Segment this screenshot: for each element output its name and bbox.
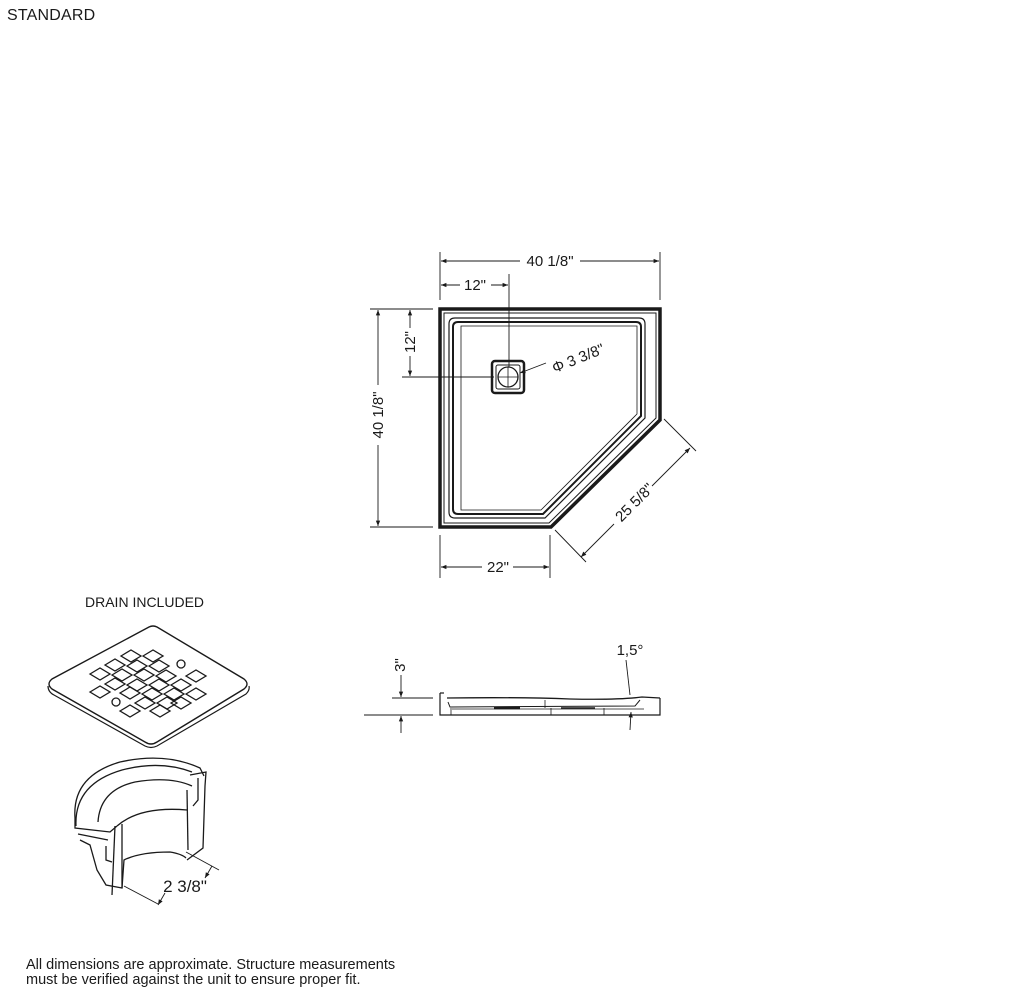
plan-view — [370, 252, 697, 578]
dim-slope: 1,5° — [617, 642, 644, 659]
dim-drain-offset-x: 12" — [464, 277, 486, 294]
disclaimer: All dimensions are approximate. Structur… — [26, 958, 395, 988]
dim-drain-depth: 2 3/8" — [163, 877, 207, 896]
dim-angled-side: 25 5/8" — [612, 480, 657, 525]
dim-drain-offset-y: 12" — [402, 331, 419, 353]
drain-body-illustration — [74, 757, 207, 896]
disclaimer-line-2: must be verified against the unit to ens… — [26, 972, 361, 988]
dim-overall-depth: 40 1/8" — [370, 391, 387, 438]
section-view — [364, 659, 661, 733]
drain-included-label: DRAIN INCLUDED — [85, 594, 205, 610]
dim-height: 3" — [392, 658, 409, 672]
plan-drain — [490, 359, 526, 395]
drain-grate-illustration — [47, 625, 250, 749]
dim-overall-width: 40 1/8" — [526, 253, 573, 270]
page-title: STANDARD — [7, 7, 96, 24]
dim-front-side: 22" — [487, 559, 509, 576]
disclaimer-line-1: All dimensions are approximate. Structur… — [26, 957, 396, 973]
dim-drain-diameter: Φ 3 3/8" — [550, 341, 607, 377]
